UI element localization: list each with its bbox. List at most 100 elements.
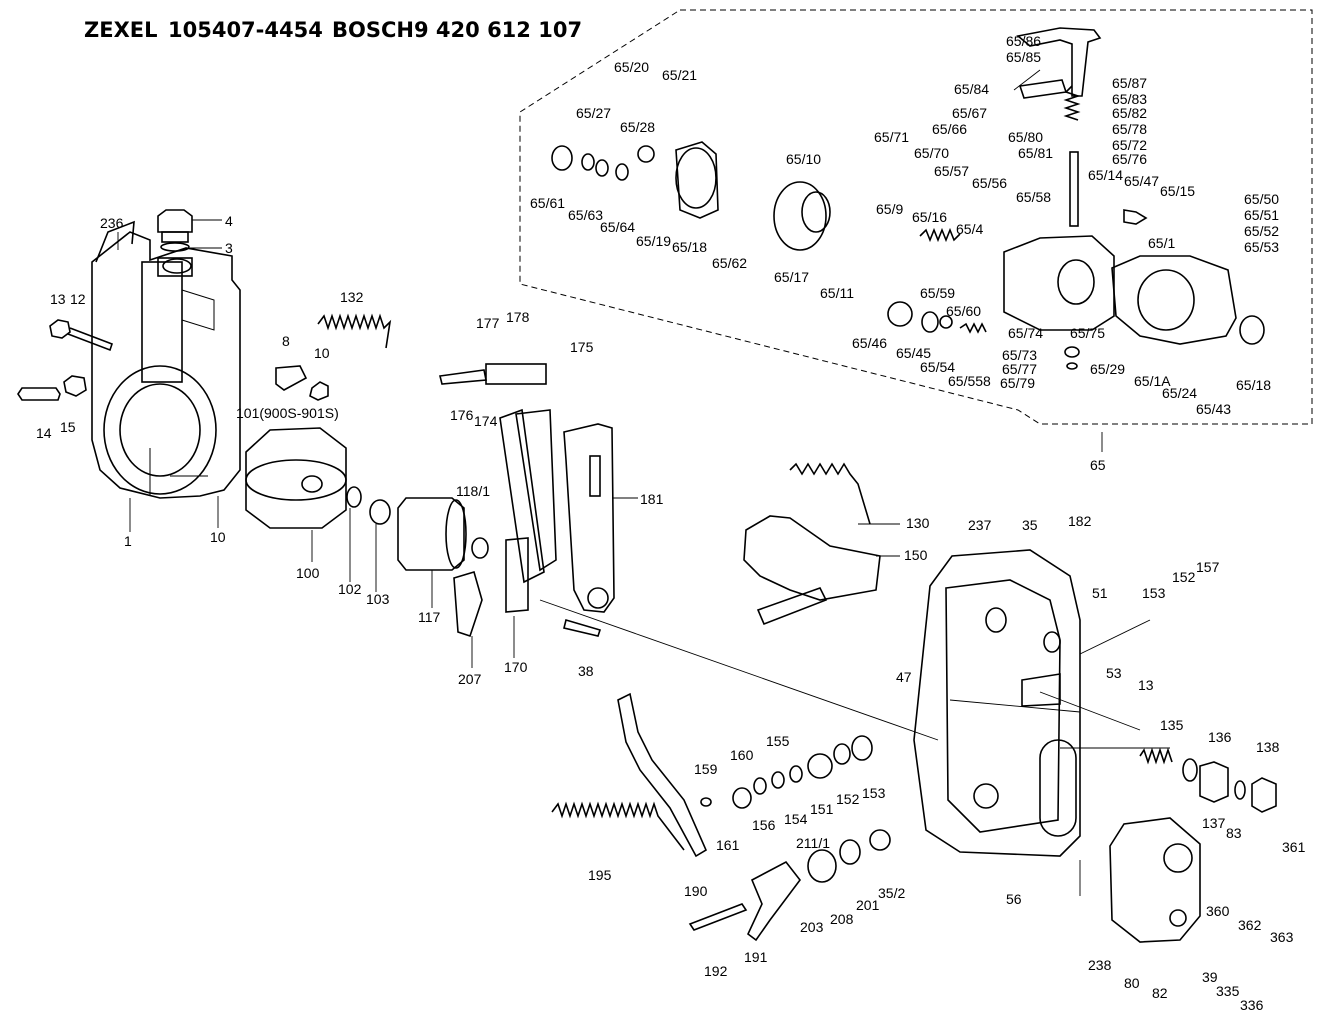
callout-65-78: 65/78 — [1112, 121, 1147, 137]
callout-151: 151 — [810, 801, 834, 817]
callout-65-11: 65/11 — [820, 285, 854, 301]
callout-153-shaft: 153 — [862, 785, 886, 801]
subassembly-65-boundary — [519, 9, 1313, 425]
maker-bosch: BOSCH — [332, 18, 414, 42]
callout-65-1a: 65/1A — [1134, 373, 1171, 389]
callout-208: 208 — [830, 911, 854, 927]
callout-65-51: 65/51 — [1244, 207, 1279, 223]
callout-65-77: 65/77 — [1002, 361, 1037, 377]
callout-65-52: 65/52 — [1244, 223, 1279, 239]
callout-65-46: 65/46 — [852, 335, 887, 351]
callout-12: 12 — [70, 291, 86, 307]
callout-100: 100 — [296, 565, 320, 581]
callout-65-66: 65/66 — [932, 121, 967, 137]
callout-65-18-cap: 65/18 — [1236, 377, 1271, 393]
callout-152-shaft: 152 — [836, 791, 860, 807]
callout-53: 53 — [1106, 665, 1122, 681]
callout-65-75: 65/75 — [1070, 325, 1105, 341]
callout-65-67: 65/67 — [952, 105, 987, 121]
callout-152-cover: 152 — [1172, 569, 1196, 585]
shaft-parts-drawing — [688, 735, 891, 942]
callout-65-17: 65/17 — [774, 269, 809, 285]
maker-zexel: ZEXEL — [84, 18, 158, 42]
callout-174: 174 — [474, 413, 498, 429]
callout-211-1: 211/1 — [796, 835, 830, 851]
callout-65-43: 65/43 — [1196, 401, 1231, 417]
callout-65-15: 65/15 — [1160, 183, 1195, 199]
callout-203: 203 — [800, 919, 824, 935]
callout-65-24: 65/24 — [1162, 385, 1197, 401]
housing-bolts-drawing — [17, 319, 114, 401]
control-lever-drawing — [439, 363, 615, 638]
callout-65-72: 65/72 — [1112, 137, 1147, 153]
subassembly-65-drawing — [551, 27, 1265, 370]
zexel-part-number: 105407-4454 — [168, 18, 323, 42]
callout-65-10: 65/10 — [786, 151, 821, 167]
callout-4: 4 — [225, 213, 233, 229]
callout-361: 361 — [1282, 839, 1306, 855]
callout-65-62: 65/62 — [712, 255, 747, 271]
callout-65-558: 65/558 — [948, 373, 991, 389]
callout-178: 178 — [506, 309, 530, 325]
callout-237: 237 — [968, 517, 992, 533]
callout-182: 182 — [1068, 513, 1092, 529]
end-cover-drawing — [1109, 817, 1201, 943]
callout-65-84: 65/84 — [954, 81, 989, 97]
callout-137: 137 — [1202, 815, 1226, 831]
callout-157: 157 — [1196, 559, 1220, 575]
callout-65-80: 65/80 — [1008, 129, 1043, 145]
callout-170: 170 — [504, 659, 528, 675]
callout-13-cover: 13 — [1138, 677, 1154, 693]
callout-65-70: 65/70 — [914, 145, 949, 161]
callout-138: 138 — [1256, 739, 1280, 755]
callout-65-45: 65/45 — [896, 345, 931, 361]
callout-360: 360 — [1206, 903, 1230, 919]
callout-153-cover: 153 — [1142, 585, 1166, 601]
callout-132: 132 — [340, 289, 364, 305]
callout-labels: 4 3 236 13 12 14 15 1 10 132 8 10 101(90… — [36, 33, 1306, 1013]
callout-150: 150 — [904, 547, 928, 563]
callout-83: 83 — [1226, 825, 1242, 841]
callout-65-4: 65/4 — [956, 221, 983, 237]
plug-and-seal-drawing — [157, 209, 193, 252]
adjusting-screw-stack-drawing — [1139, 747, 1277, 813]
callout-362: 362 — [1238, 917, 1262, 933]
callout-35: 35 — [1022, 517, 1038, 533]
spring-195-drawing — [551, 801, 685, 851]
callout-177: 177 — [476, 315, 500, 331]
callout-15: 15 — [60, 419, 76, 435]
callout-14: 14 — [36, 425, 52, 441]
stop-lever-drawing — [743, 462, 881, 626]
callout-136: 136 — [1208, 729, 1232, 745]
callout-65-81: 65/81 — [1018, 145, 1053, 161]
callout-65-73: 65/73 — [1002, 347, 1037, 363]
bracket-8-drawing — [275, 365, 329, 401]
callout-65-54: 65/54 — [920, 359, 955, 375]
callout-65-64: 65/64 — [600, 219, 635, 235]
callout-35-2: 35/2 — [878, 885, 905, 901]
flyweight-assembly-drawing — [245, 427, 489, 571]
callout-1: 1 — [124, 533, 132, 549]
callout-65-71: 65/71 — [874, 129, 909, 145]
callout-65-56: 65/56 — [972, 175, 1007, 191]
callout-363: 363 — [1270, 929, 1294, 945]
callout-65-82: 65/82 — [1112, 105, 1147, 121]
callout-65-74: 65/74 — [1008, 325, 1043, 341]
callout-65-87: 65/87 — [1112, 75, 1147, 91]
callout-103: 103 — [366, 591, 390, 607]
callout-65-57: 65/57 — [934, 163, 969, 179]
callout-65-18-body: 65/18 — [672, 239, 707, 255]
leader-lines — [117, 69, 1170, 896]
callout-192: 192 — [704, 963, 728, 979]
callout-191: 191 — [744, 949, 768, 965]
callout-190: 190 — [684, 883, 708, 899]
callout-154: 154 — [784, 811, 808, 827]
callout-65-21: 65/21 — [662, 67, 697, 83]
callout-65-20: 65/20 — [614, 59, 649, 75]
callout-65-28: 65/28 — [620, 119, 655, 135]
callout-65-16: 65/16 — [912, 209, 947, 225]
callout-135: 135 — [1160, 717, 1184, 733]
callout-65: 65 — [1090, 457, 1106, 473]
callout-65-59: 65/59 — [920, 285, 955, 301]
